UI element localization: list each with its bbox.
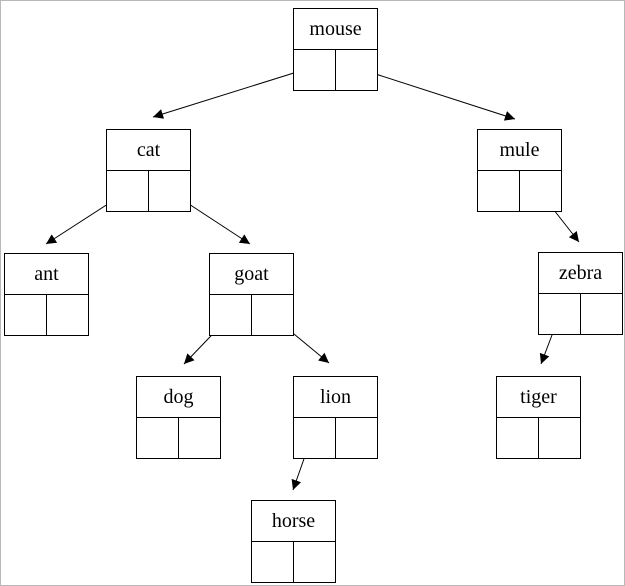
edge-mouse-right-mule: [353, 66, 516, 121]
node-label-mouse: mouse: [294, 9, 377, 50]
pointer-cells-mouse: [294, 50, 377, 90]
node-label-horse: horse: [252, 501, 335, 542]
tree-node-dog: dog: [136, 376, 221, 459]
node-label-cat: cat: [107, 130, 190, 171]
tree-node-ant: ant: [4, 253, 89, 336]
tree-node-horse: horse: [251, 500, 336, 583]
edge-mouse-left-cat: [152, 66, 314, 119]
node-label-mule: mule: [478, 130, 561, 171]
node-label-zebra: zebra: [539, 253, 622, 294]
pointer-cells-tiger: [497, 418, 580, 458]
right-pointer-cell: [336, 418, 377, 458]
right-pointer-cell: [336, 50, 377, 90]
node-label-tiger: tiger: [497, 377, 580, 418]
right-pointer-cell: [294, 542, 335, 582]
tree-node-tiger: tiger: [496, 376, 581, 459]
right-pointer-cell: [581, 294, 622, 334]
left-pointer-cell: [294, 418, 336, 458]
pointer-cells-cat: [107, 171, 190, 211]
pointer-cells-lion: [294, 418, 377, 458]
left-pointer-cell: [294, 50, 336, 90]
left-pointer-cell: [539, 294, 581, 334]
left-pointer-cell: [137, 418, 179, 458]
node-label-goat: goat: [210, 254, 293, 295]
right-pointer-cell: [252, 295, 293, 335]
tree-node-mule: mule: [477, 129, 562, 212]
right-pointer-cell: [179, 418, 220, 458]
node-label-dog: dog: [137, 377, 220, 418]
left-pointer-cell: [210, 295, 252, 335]
left-pointer-cell: [107, 171, 149, 211]
tree-node-zebra: zebra: [538, 252, 623, 335]
pointer-cells-dog: [137, 418, 220, 458]
pointer-cells-zebra: [539, 294, 622, 334]
pointer-cells-goat: [210, 295, 293, 335]
right-pointer-cell: [149, 171, 190, 211]
pointer-cells-ant: [5, 295, 88, 335]
right-pointer-cell: [539, 418, 580, 458]
node-label-ant: ant: [5, 254, 88, 295]
node-label-lion: lion: [294, 377, 377, 418]
right-pointer-cell: [47, 295, 88, 335]
pointer-cells-horse: [252, 542, 335, 582]
tree-node-goat: goat: [209, 253, 294, 336]
pointer-cells-mule: [478, 171, 561, 211]
left-pointer-cell: [497, 418, 539, 458]
tree-node-lion: lion: [293, 376, 378, 459]
left-pointer-cell: [252, 542, 294, 582]
tree-node-cat: cat: [106, 129, 191, 212]
right-pointer-cell: [520, 171, 561, 211]
left-pointer-cell: [5, 295, 47, 335]
tree-node-mouse: mouse: [293, 8, 378, 91]
left-pointer-cell: [478, 171, 520, 211]
